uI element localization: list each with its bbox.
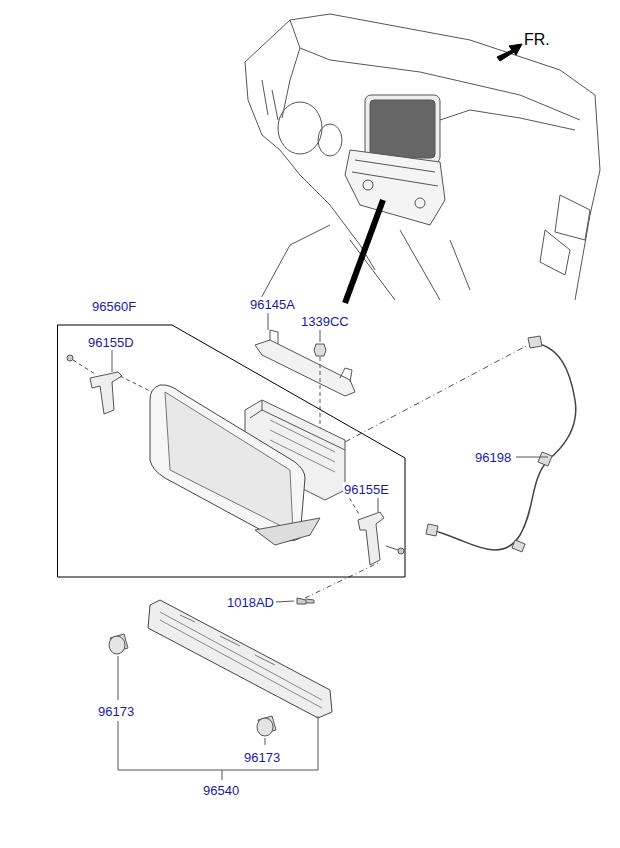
callout-number: 96173 <box>243 750 281 765</box>
callout-number: 96145A <box>249 297 296 312</box>
assembly-outline: 96560F 96155D 96155E <box>57 297 406 578</box>
callout-number: 96198 <box>474 450 512 465</box>
callout-number: 96155E <box>343 482 390 497</box>
direction-label: FR. <box>523 31 551 49</box>
callout-number: 96173 <box>97 704 135 719</box>
callout-number: 96155D <box>87 333 135 351</box>
callout-number: 96155D <box>87 335 135 350</box>
callout-number: 1018AD <box>226 595 275 610</box>
callout-number: 96155E <box>343 480 390 498</box>
callout-number: 96540 <box>202 783 240 798</box>
callout-number: 1339CC <box>300 314 350 329</box>
assembly-number: 96560F <box>91 299 137 314</box>
